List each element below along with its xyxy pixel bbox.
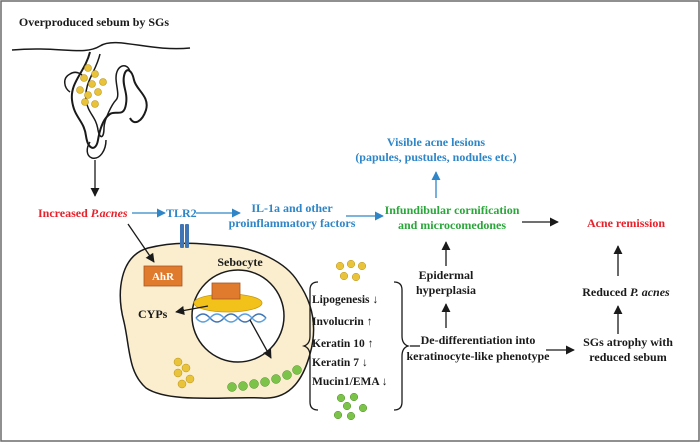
- bacteria-cluster-cell-icon: [173, 357, 195, 389]
- marker-bracket: [301, 281, 319, 411]
- tlr2-label: TLR2: [166, 206, 197, 220]
- keratin7-label: Keratin 7↓: [312, 357, 368, 369]
- tlr2-receptor-icon: [180, 224, 189, 248]
- increased-prefix: Increased: [38, 206, 91, 220]
- bacteria-green-membrane-icon: [227, 365, 302, 392]
- epidermal-label-line2: hyperplasia: [416, 283, 476, 297]
- arrow-nucleus-to-cyps: [175, 305, 209, 315]
- dedifferentiation-line1: De-differentiation into: [421, 333, 536, 347]
- ahr-label: AhR: [152, 271, 175, 283]
- sebum-dots: [76, 64, 107, 108]
- arrow-pacnes-to-ahr: [127, 223, 155, 263]
- mucin-label: Mucin1/EMA↓: [312, 376, 387, 388]
- increased-pacnes-label: Increased P.acnes: [38, 206, 128, 220]
- sebocyte-label: Sebocyte: [217, 255, 263, 269]
- bacteria-cluster-green-icon: [333, 392, 368, 421]
- arrow-nucleus-to-membrane: [249, 319, 272, 359]
- keratin10-label: Keratin 10↑: [312, 338, 373, 350]
- infundibular-label-line1: Infundibular cornification: [385, 203, 520, 217]
- bacteria-cluster-yellow-icon: [335, 259, 367, 282]
- visible-lesions-line2: (papules, pustules, nodules etc.): [355, 150, 516, 164]
- dna-helix-icon: [195, 313, 267, 323]
- lipogenesis-label: Lipogenesis↓: [312, 294, 378, 306]
- visible-lesions-line1: Visible acne lesions: [387, 135, 486, 149]
- il1-label-line2: proinflammatory factors: [229, 216, 356, 230]
- cyps-label: CYPs: [138, 307, 168, 321]
- dedifferentiation-line2: keratinocyte-like phenotype: [407, 349, 551, 363]
- reduced-prefix: Reduced: [582, 285, 630, 299]
- acne-remission-label: Acne remission: [587, 216, 665, 230]
- epidermal-label-line1: Epidermal: [419, 268, 474, 282]
- infundibular-label-line2: and microcomedones: [398, 218, 506, 232]
- sgs-atrophy-line2: reduced sebum: [589, 350, 666, 364]
- overproduced-sebum-label: Overproduced sebum by SGs: [19, 15, 169, 29]
- sgs-atrophy-line1: SGs atrophy with: [583, 335, 673, 349]
- reduced-pacnes-label: Reduced P. acnes: [582, 285, 670, 299]
- ahr-nuclear-box-icon: [211, 282, 241, 300]
- marker-bracket-right: [393, 281, 411, 411]
- involucrin-label: Involucrin↑: [312, 316, 373, 328]
- ahr-box: [143, 265, 183, 287]
- reduced-pacnes-italic: P. acnes: [630, 285, 670, 299]
- sebaceous-gland-icon: [11, 42, 191, 159]
- il1-label-line1: IL-1a and other: [251, 201, 333, 215]
- increased-pacnes-italic: P.acnes: [91, 206, 128, 220]
